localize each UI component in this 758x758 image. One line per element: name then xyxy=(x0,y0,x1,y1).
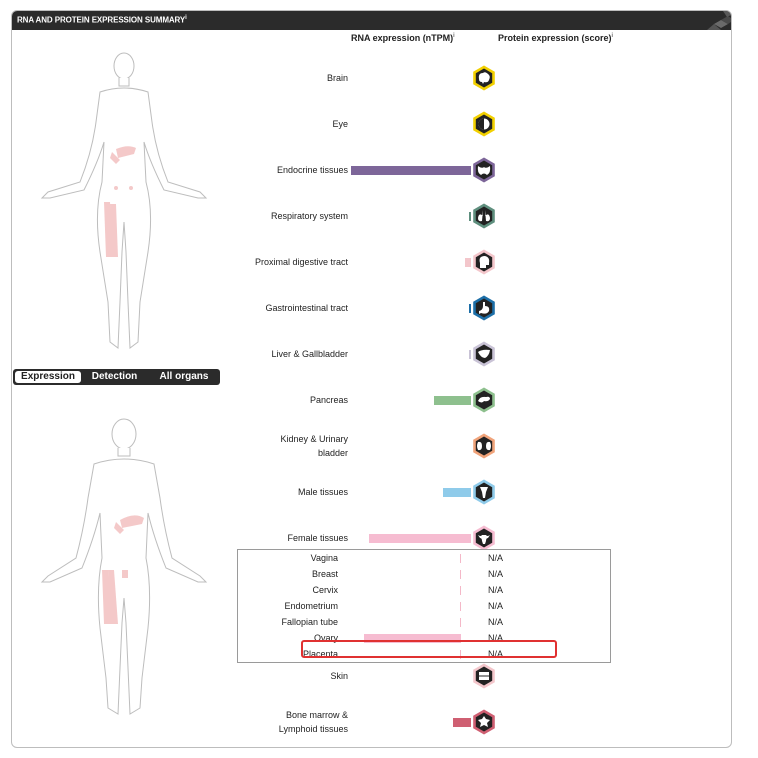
skin-icon[interactable] xyxy=(471,663,497,689)
info-icon[interactable]: i xyxy=(453,33,455,39)
tissue-label[interactable]: Endocrine tissues xyxy=(148,163,348,177)
view-tabs: Expression Detection All organs xyxy=(13,369,220,385)
stomach-icon[interactable] xyxy=(471,295,497,321)
tissue-label-line: Gastrointestinal tract xyxy=(265,303,348,313)
rna-bar[interactable] xyxy=(469,212,471,221)
tissue-label-line: Proximal digestive tract xyxy=(254,257,348,267)
subtissue-label[interactable]: Endometrium xyxy=(284,601,338,611)
protein-column-header: Protein expression (score)i xyxy=(498,33,613,43)
tissue-label-line: Endocrine tissues xyxy=(276,165,348,175)
tissue-label-line: Eye xyxy=(332,119,348,129)
tissue-label[interactable]: Brain xyxy=(148,71,348,85)
subtissue-label[interactable]: Placenta xyxy=(302,649,338,659)
subtissue-label[interactable]: Ovary xyxy=(313,633,338,643)
subtissue-label[interactable]: Fallopian tube xyxy=(281,617,338,627)
tissue-label[interactable]: Kidney & Urinary bladder xyxy=(148,432,348,460)
info-icon[interactable]: i xyxy=(185,15,187,21)
subtissue-rna-tick xyxy=(460,650,461,659)
brain-icon[interactable] xyxy=(471,65,497,91)
tissue-label[interactable]: Male tissues xyxy=(148,485,348,499)
rna-bar[interactable] xyxy=(351,166,471,175)
subtissue-label[interactable]: Cervix xyxy=(312,585,338,595)
subtissue-protein-value: N/A xyxy=(488,633,504,643)
rna-bar[interactable] xyxy=(469,350,471,359)
head-icon[interactable] xyxy=(471,249,497,275)
subtissue-protein-value: N/A xyxy=(488,585,504,595)
info-icon[interactable]: i xyxy=(611,33,613,39)
rna-column-header: RNA expression (nTPM)i xyxy=(351,33,455,43)
rna-bar[interactable] xyxy=(453,718,471,727)
tissue-label-line: Kidney & Urinary xyxy=(280,434,348,444)
subtissue-rna-tick xyxy=(460,586,461,595)
uterus-icon[interactable] xyxy=(471,525,497,551)
subtissue-protein-value: N/A xyxy=(488,569,504,579)
panel-header: RNA AND PROTEIN EXPRESSION SUMMARYi xyxy=(12,11,731,30)
tissue-label[interactable]: Eye xyxy=(148,117,348,131)
tab-all-organs[interactable]: All organs xyxy=(159,371,209,382)
subtissue-rna-tick xyxy=(460,570,461,579)
eye-icon[interactable] xyxy=(471,111,497,137)
tissue-label-line: Respiratory system xyxy=(270,211,348,221)
tissue-label-line: Liver & Gallbladder xyxy=(271,349,348,359)
lymph-icon[interactable] xyxy=(471,709,497,735)
panel-title: RNA AND PROTEIN EXPRESSION SUMMARYi xyxy=(17,15,187,25)
subtissue-protein-value: N/A xyxy=(488,617,504,627)
cube-logo-icon xyxy=(707,11,731,30)
lungs-icon[interactable] xyxy=(471,203,497,229)
thyroid-icon[interactable] xyxy=(471,157,497,183)
tissue-label-line: Female tissues xyxy=(287,533,348,543)
subtissue-rna-tick xyxy=(460,602,461,611)
tissue-label-line: Brain xyxy=(326,73,348,83)
tissue-label[interactable]: Respiratory system xyxy=(148,209,348,223)
male-body-figure xyxy=(40,418,208,715)
tissue-label-line: Bone marrow & xyxy=(285,710,348,720)
rna-bar[interactable] xyxy=(434,396,471,405)
female-body-figure xyxy=(40,52,208,349)
tissue-label[interactable]: Gastrointestinal tract xyxy=(148,301,348,315)
kidney-icon[interactable] xyxy=(471,433,497,459)
subtissue-rna-bar[interactable] xyxy=(364,634,461,643)
subtissue-label[interactable]: Breast xyxy=(311,569,338,579)
tissue-label[interactable]: Pancreas xyxy=(148,393,348,407)
subtissue-protein-value: N/A xyxy=(488,601,504,611)
male-icon[interactable] xyxy=(471,479,497,505)
subtissue-rna-tick xyxy=(460,618,461,627)
tissue-label[interactable]: Liver & Gallbladder xyxy=(148,347,348,361)
tissue-label-line: Male tissues xyxy=(297,487,348,497)
tab-detection[interactable]: Detection xyxy=(91,371,138,382)
tab-expression[interactable]: Expression xyxy=(15,371,81,383)
subtissue-protein-value: N/A xyxy=(488,553,504,563)
tissue-label[interactable]: Bone marrow & Lymphoid tissues xyxy=(148,708,348,736)
tissue-label[interactable]: Female tissues xyxy=(148,531,348,545)
tissue-label[interactable]: Proximal digestive tract xyxy=(148,255,348,269)
rna-bar[interactable] xyxy=(469,304,471,313)
ovary-highlight xyxy=(301,640,557,658)
rna-bar[interactable] xyxy=(369,534,471,543)
subtissue-rna-tick xyxy=(460,554,461,563)
pancreas-icon[interactable] xyxy=(471,387,497,413)
liver-icon[interactable] xyxy=(471,341,497,367)
rna-bar[interactable] xyxy=(465,258,471,267)
tissue-label[interactable]: Skin xyxy=(148,669,348,683)
subtissue-label[interactable]: Vagina xyxy=(310,553,338,563)
tissue-label-line: Skin xyxy=(330,671,348,681)
rna-bar[interactable] xyxy=(443,488,471,497)
subtissue-protein-value: N/A xyxy=(488,649,504,659)
tissue-label-line: Lymphoid tissues xyxy=(278,724,348,734)
tissue-label-line: Pancreas xyxy=(309,395,348,405)
tissue-label-line: bladder xyxy=(317,448,348,458)
